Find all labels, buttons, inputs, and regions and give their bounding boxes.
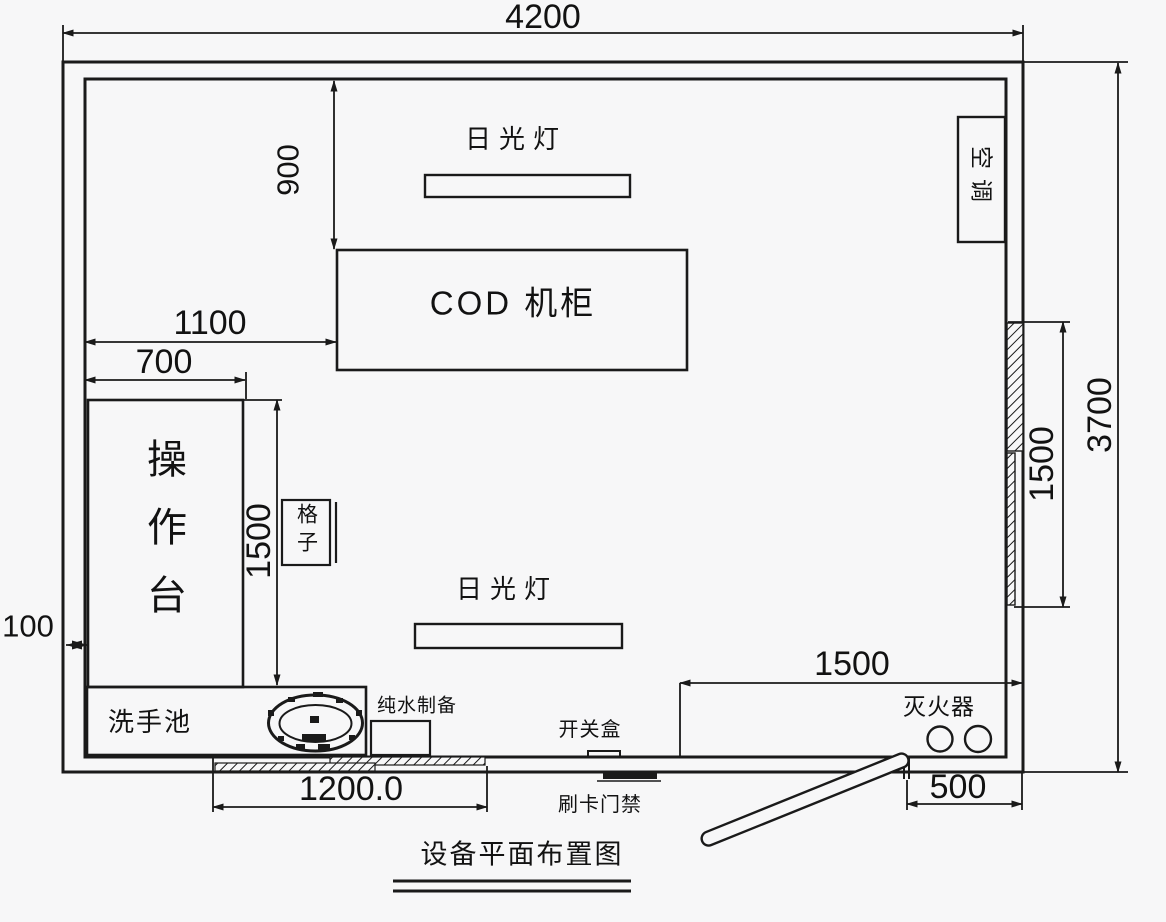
- fire-extinguisher-1: [926, 725, 954, 753]
- drawing-title: 设备平面布置图: [420, 839, 624, 870]
- dim-bench-length-label: 1200.0: [299, 770, 403, 808]
- switch-box-label: 开关盒: [558, 719, 622, 741]
- dim-100-arrow-right: [72, 640, 88, 650]
- dim-lamp-offset-label: 900: [270, 144, 306, 196]
- switch-box-shape: [587, 750, 621, 758]
- sink-label: 洗手池: [107, 707, 193, 737]
- pure-water-label: 纯水制备: [376, 695, 458, 717]
- pure-water-box: [369, 719, 432, 757]
- window-strip: [1006, 322, 1024, 606]
- title-underline: [393, 879, 631, 893]
- air-conditioner-label: 空调: [968, 146, 995, 212]
- sink-inner-bowl: [278, 704, 353, 743]
- dim-cod-offset-label: 1100: [173, 304, 247, 342]
- dim-door-area-label: 1500: [814, 645, 890, 683]
- dim-3700-extensions: [1010, 61, 1128, 773]
- window-hatch-upper: [1006, 322, 1024, 452]
- shelf-label: 格子: [294, 503, 318, 559]
- dim-top-width-label: 4200: [505, 0, 581, 36]
- fixtures: [85, 115, 1007, 782]
- dim-table-width-label: 700: [135, 343, 193, 381]
- inner-wall: [83, 77, 1008, 759]
- lamp-top-label: 日光灯: [464, 124, 568, 154]
- dim-table-depth-label: 1500: [240, 503, 278, 579]
- lamp-bottom-fixture: [413, 622, 624, 650]
- operation-table-label: 操作台: [141, 438, 185, 642]
- lamp-top-fixture: [423, 173, 632, 199]
- air-conditioner-box: [956, 115, 1007, 244]
- sink-basin: [267, 692, 364, 753]
- dim-door-corner-label: 500: [929, 768, 987, 806]
- cod-cabinet-label: COD 机柜: [429, 284, 597, 322]
- bench-strips: [214, 756, 486, 772]
- card-access-label: 刷卡门禁: [558, 794, 642, 816]
- fire-extinguisher-2: [963, 724, 993, 754]
- card-reader-bar: [603, 772, 657, 779]
- shelf-box: [280, 498, 332, 567]
- cod-cabinet-box: [335, 248, 689, 372]
- dim-window-height-label: 1500: [1023, 426, 1061, 502]
- fire-extinguisher-label: 灭火器: [903, 693, 975, 720]
- sink-counter-box: [85, 685, 368, 757]
- lamp-bottom-label: 日光灯: [455, 574, 559, 604]
- door-leaf: [700, 752, 910, 847]
- bench-hatch-right: [329, 756, 486, 766]
- dim-right-height-label: 3700: [1081, 377, 1119, 453]
- dim-wall-thickness-label: 100: [2, 608, 54, 644]
- bench-hatch-left: [214, 762, 376, 772]
- dimension-lines: [62, 25, 1128, 812]
- window-hatch-lower: [1006, 452, 1016, 606]
- door: [700, 752, 910, 847]
- sink-details: [268, 692, 362, 750]
